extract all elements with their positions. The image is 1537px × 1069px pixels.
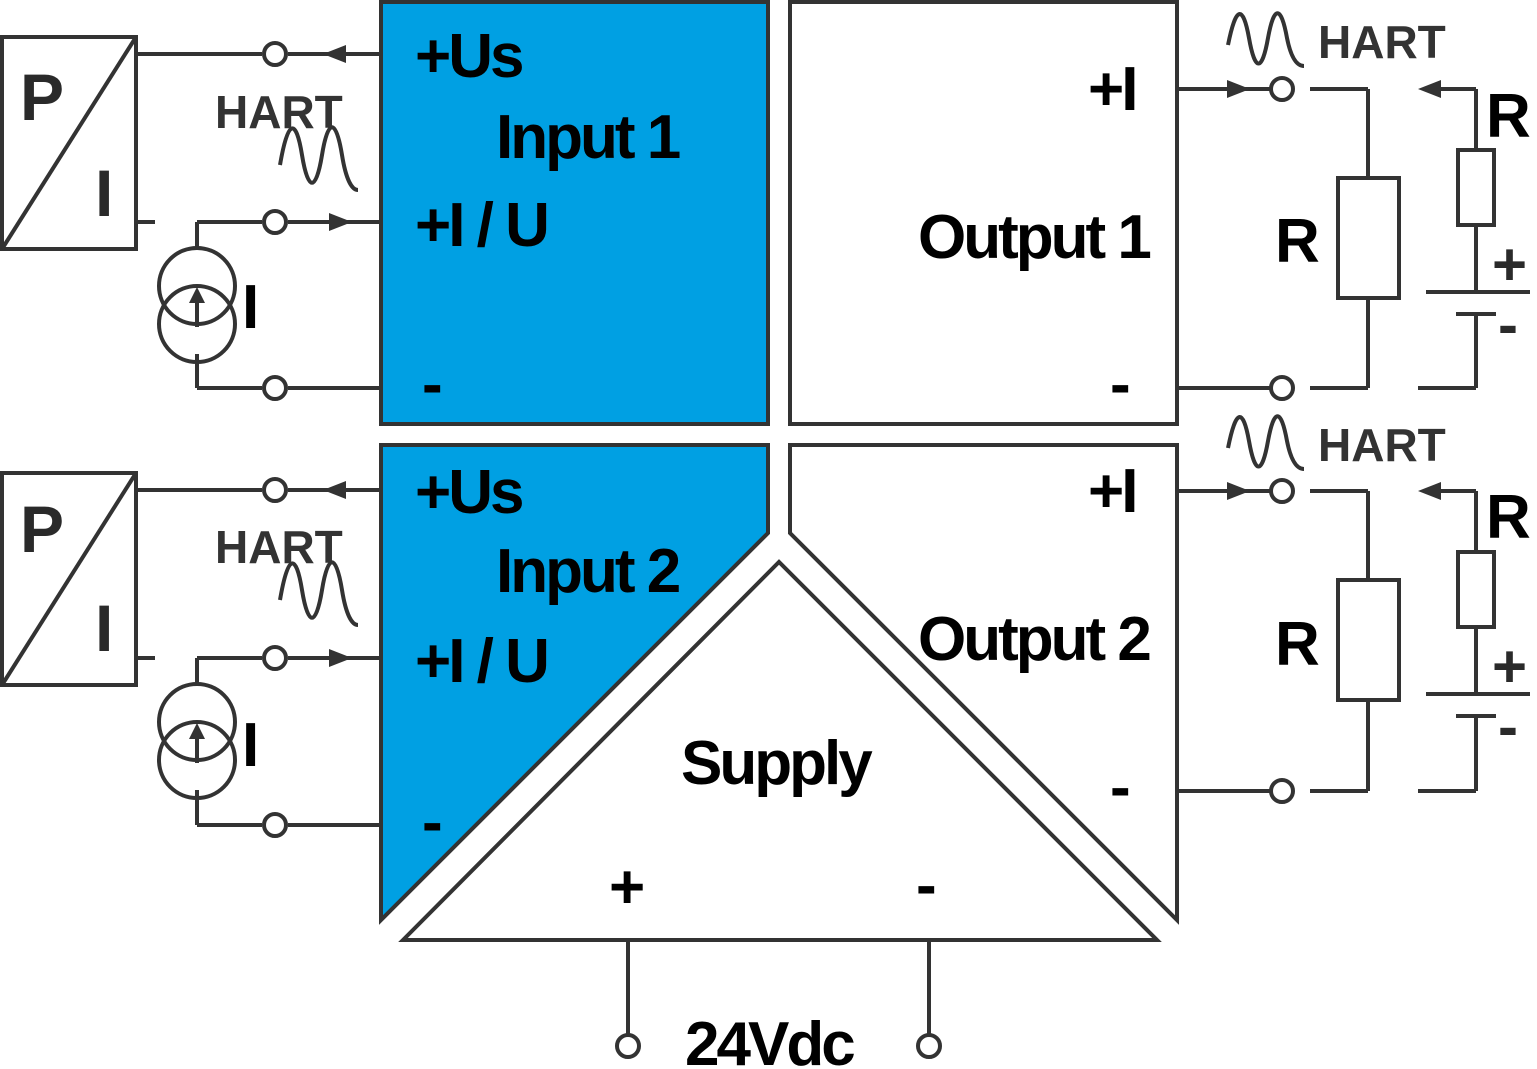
arrow-icon bbox=[1418, 80, 1441, 98]
resistor-label-output-2: R bbox=[1275, 610, 1319, 679]
arrow-icon bbox=[329, 649, 352, 667]
battery-minus-output-1: - bbox=[1498, 291, 1518, 358]
arrow-icon bbox=[323, 481, 346, 499]
hart-label-output-2: HART bbox=[1318, 419, 1446, 471]
output-2-plus-label: +I bbox=[1088, 457, 1135, 526]
transmitter-2-p-label: P bbox=[20, 492, 64, 566]
arrow-up-icon bbox=[189, 287, 205, 303]
input-1-wiring bbox=[0, 35, 381, 401]
output-2-block bbox=[788, 443, 1179, 925]
input-1-iu-label: +I / U bbox=[415, 191, 547, 260]
input-1-title: Input 1 bbox=[496, 103, 680, 172]
resistor-label-output-1: R bbox=[1275, 207, 1319, 276]
output-1-block bbox=[788, 0, 1179, 426]
hart-label-input-2: HART bbox=[215, 521, 343, 573]
output-2-wiring bbox=[1177, 414, 1530, 804]
arrow-icon bbox=[323, 45, 346, 63]
current-source-2-label: I bbox=[242, 711, 256, 780]
arrow-icon bbox=[329, 213, 352, 231]
load-resistor-label-output-1: R bbox=[1486, 82, 1530, 151]
input-1-block bbox=[379, 0, 770, 426]
hart-label-input-1: HART bbox=[215, 86, 343, 138]
output-2-minus-label: - bbox=[1110, 753, 1129, 822]
output-1-wiring bbox=[1177, 11, 1530, 401]
supply-wiring bbox=[615, 940, 942, 1059]
arrow-up-icon bbox=[189, 723, 205, 739]
current-source-1-label: I bbox=[242, 273, 256, 342]
supply-title: Supply bbox=[681, 729, 873, 798]
battery-plus-output-2: + bbox=[1492, 633, 1527, 700]
output-1-title: Output 1 bbox=[918, 203, 1150, 272]
arrow-icon bbox=[1418, 482, 1441, 500]
input-2-block bbox=[379, 443, 770, 925]
input-1-minus-label: - bbox=[422, 350, 441, 419]
arrow-icon bbox=[1227, 482, 1250, 500]
input-2-iu-label: +I / U bbox=[415, 627, 547, 696]
supply-block bbox=[398, 559, 1162, 942]
battery-plus-output-1: + bbox=[1492, 231, 1527, 298]
input-2-us-label: +Us bbox=[415, 458, 522, 527]
battery-minus-output-2: - bbox=[1498, 693, 1518, 760]
supply-voltage-label: 24Vdc bbox=[685, 1010, 854, 1069]
transmitter-2-i-label: I bbox=[95, 591, 113, 665]
supply-plus-label: + bbox=[609, 853, 643, 922]
output-1-plus-label: +I bbox=[1088, 55, 1135, 124]
load-resistor-label-output-2: R bbox=[1486, 483, 1530, 552]
arrow-icon bbox=[1227, 80, 1250, 98]
input-2-minus-label: - bbox=[422, 788, 441, 857]
input-2-title: Input 2 bbox=[496, 537, 679, 606]
hart-label-output-1: HART bbox=[1318, 16, 1446, 68]
input-1-us-label: +Us bbox=[415, 22, 522, 91]
output-1-minus-label: - bbox=[1110, 350, 1129, 419]
transmitter-1-p-label: P bbox=[20, 60, 64, 134]
supply-minus-label: - bbox=[916, 851, 935, 920]
output-2-title: Output 2 bbox=[918, 605, 1149, 674]
transmitter-1-i-label: I bbox=[95, 156, 113, 230]
